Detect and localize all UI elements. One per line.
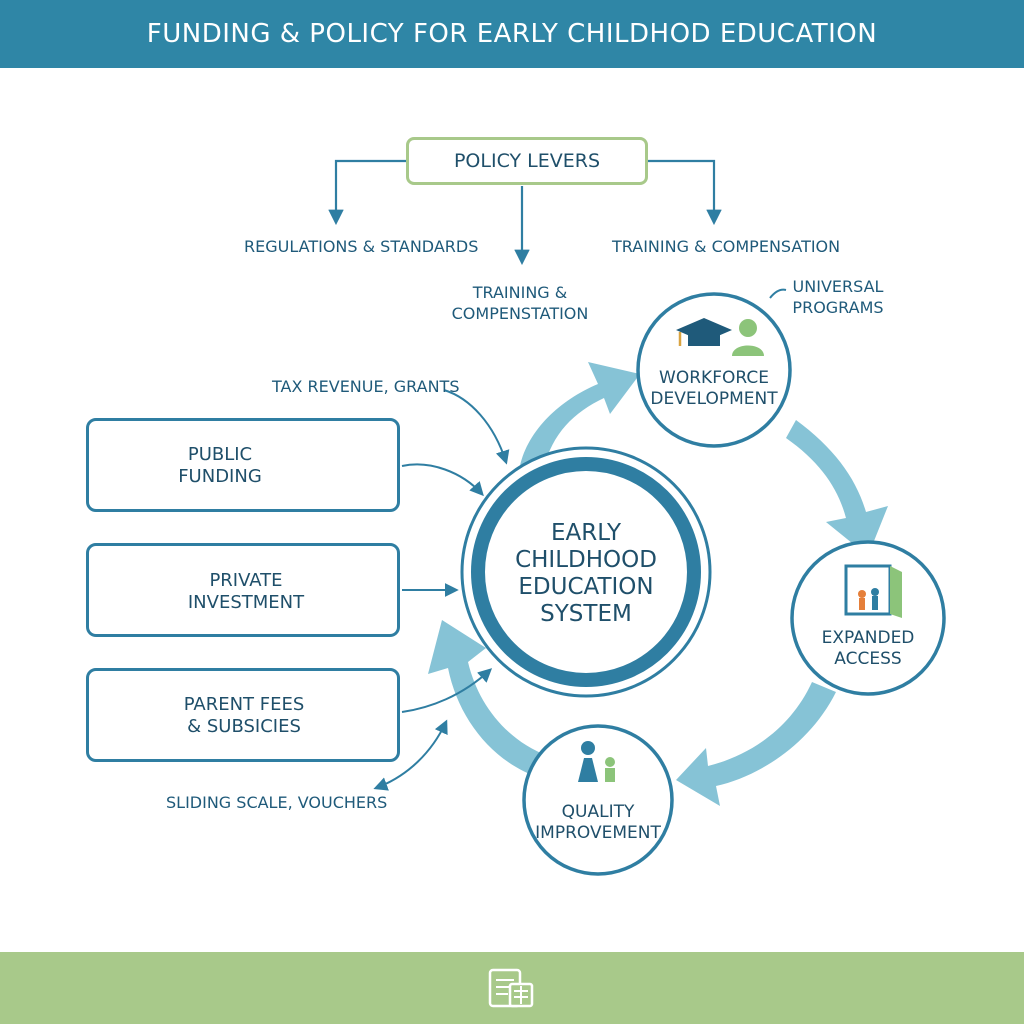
page-title: FUNDING & POLICY FOR EARLY CHILDHOD EDUC… [146,19,878,49]
sliding-arrow [373,719,448,791]
node-quality-circle [522,724,674,876]
private-investment-label: PRIVATE INVESTMENT [187,570,305,613]
policy-arrow-right [648,159,722,226]
header-bar: FUNDING & POLICY FOR EARLY CHILDHOD EDUC… [0,0,1024,68]
policy-branch-regulations: REGULATIONS & STANDARDS [244,237,479,256]
quality-improvement-label: QUALITY IMPROVEMENT [535,802,661,843]
graduation-cap-icon [676,318,732,346]
sliding-scale-label: SLIDING SCALE, VOUCHERS [166,793,388,812]
node-access-circle [790,540,946,696]
parent-arrow [401,668,493,713]
policy-levers-title: POLICY LEVERS [453,150,601,172]
cycle-arrow-to-access [786,420,888,556]
tax-revenue-label: TAX REVENUE, GRANTS [272,377,460,396]
source-connectors [373,389,510,791]
parent-child-icon [578,741,615,782]
expanded-access-label: EXPANDED ACCESS [821,628,915,669]
universal-programs-label: UNIVERSAL PROGRAMS [792,277,884,317]
center-ring [460,446,712,698]
center-system-label: EARLY CHILDHOOD EDUCATION SYSTEM [515,520,657,627]
cycle-arrow-to-quality [676,682,836,806]
document-icon [488,968,534,1008]
private-investment-box [86,543,400,637]
policy-levers-box: POLICY LEVERS [406,137,648,185]
cycle-arrow-to-center [428,620,548,778]
parent-fees-label: PARENT FEES & SUBSICIES [183,694,305,737]
person-icon [732,319,764,356]
policy-connectors [328,159,722,266]
cycle-arrows [428,362,888,806]
open-door-icon [844,564,902,618]
public-funding-label: PUBLIC FUNDING [178,444,262,487]
policy-branch-training-center: TRAINING & COMPENSTATION [451,283,589,323]
public-funding-box [86,418,400,512]
policy-arrow-left [328,159,406,226]
cycle-arrow-to-workforce [520,362,640,468]
policy-branch-training-right: TRAINING & COMPENSATION [612,237,841,256]
parent-fees-box [86,668,400,762]
universal-connector [769,288,787,299]
workforce-development-label: WORKFORCE DEVELOPMENT [650,368,778,409]
tax-arrow [443,389,510,465]
public-arrow [401,463,484,497]
